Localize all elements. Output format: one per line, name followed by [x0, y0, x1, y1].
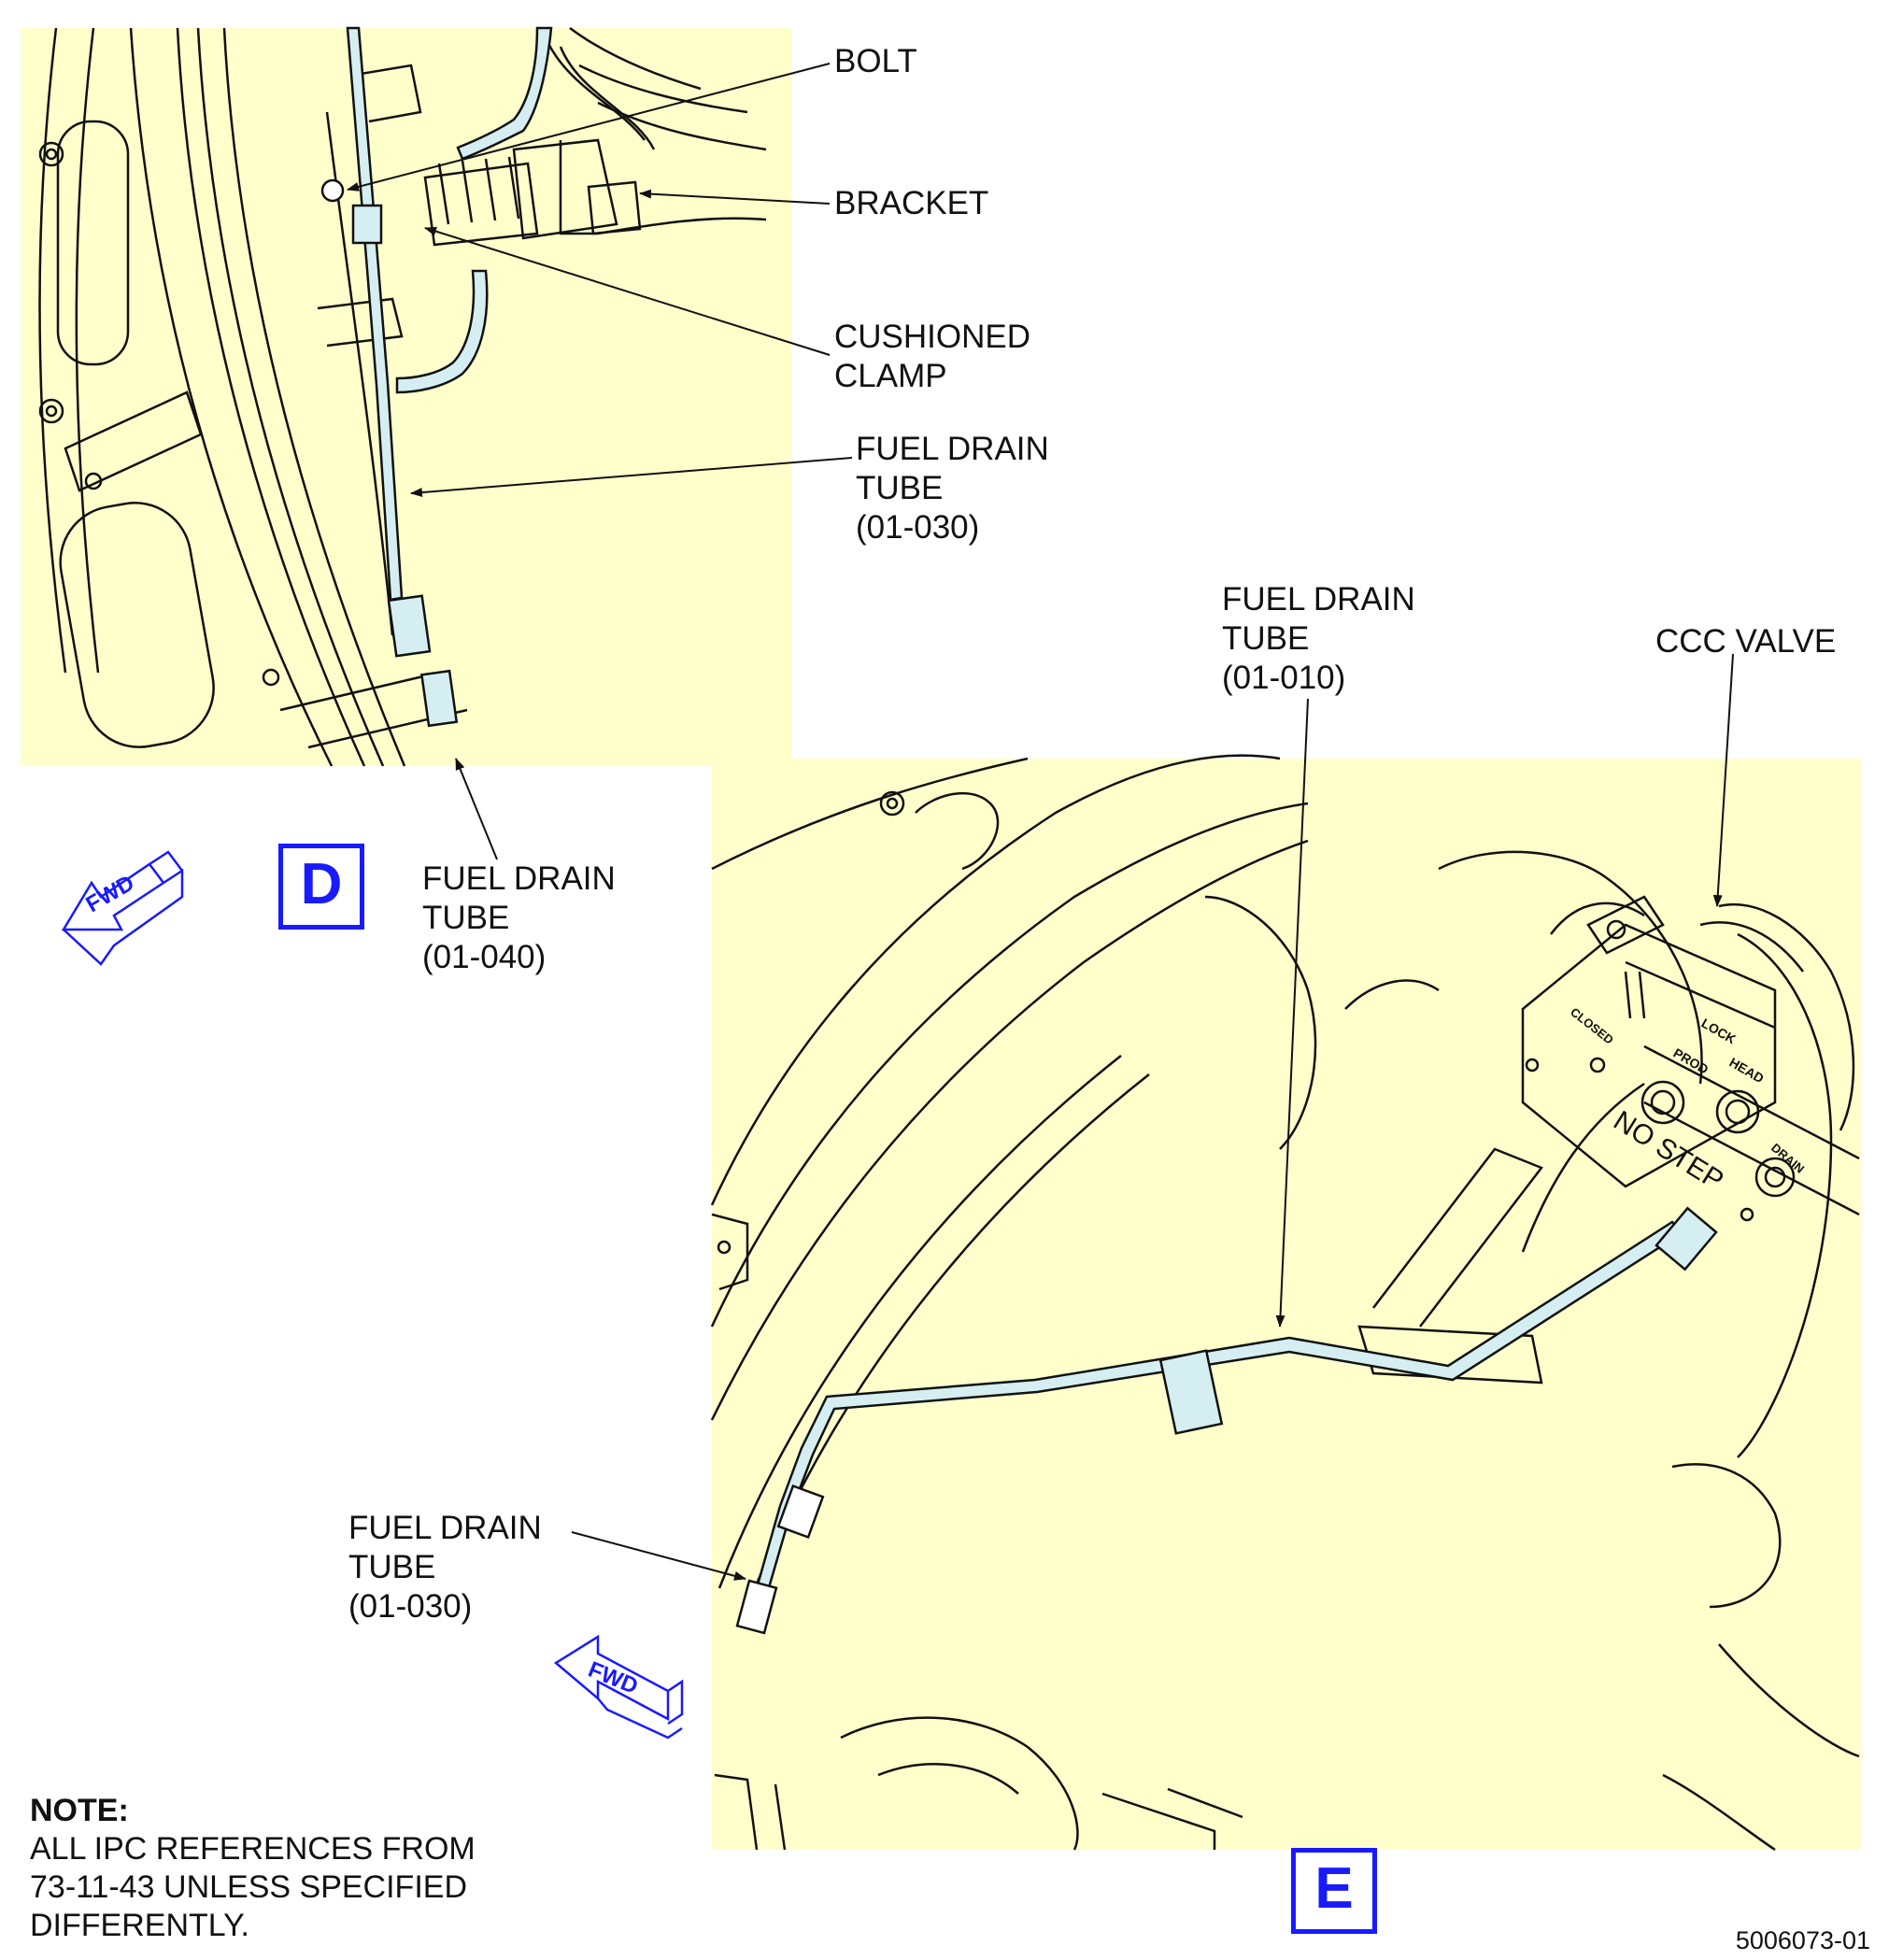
callout-bracket: BRACKET: [834, 185, 989, 221]
callout-fuel-drain-tube-01-030-e: FUEL DRAIN TUBE (01-030): [348, 1510, 542, 1625]
note-title: NOTE:: [30, 1793, 129, 1828]
fwd-arrow-icon: FWD: [553, 1634, 684, 1740]
view-d-tubes: [320, 26, 553, 728]
view-d-label: D: [278, 844, 364, 930]
callout-cushioned-clamp: CUSHIONED CLAMP: [834, 319, 1031, 394]
figure-number: 5006073-01: [1735, 1926, 1870, 1954]
note: NOTE: ALL IPC REFERENCES FROM 73-11-43 U…: [30, 1792, 476, 1945]
callout-fuel-drain-tube-01-010: FUEL DRAIN TUBE (01-010): [1222, 581, 1415, 696]
fwd-label: FWD: [82, 870, 139, 917]
callout-bolt: BOLT: [834, 43, 917, 79]
leader-lines: [347, 63, 1734, 1581]
no-step-marking: NO STEP: [1608, 1105, 1728, 1197]
lock-marking: LOCK: [1699, 1016, 1739, 1047]
callout-fuel-drain-tube-01-040: FUEL DRAIN TUBE (01-040): [422, 860, 616, 975]
callout-fuel-drain-tube-01-030-d: FUEL DRAIN TUBE (01-030): [856, 431, 1049, 546]
note-body: ALL IPC REFERENCES FROM 73-11-43 UNLESS …: [30, 1831, 476, 1943]
prod-marking: PROD: [1671, 1045, 1711, 1077]
ccc-valve: [1521, 895, 1855, 1222]
closed-marking: CLOSED: [1568, 1005, 1616, 1047]
view-d-structure: [38, 26, 767, 767]
head-marking: HEAD: [1727, 1055, 1767, 1087]
view-e-panel: [712, 759, 1861, 1850]
view-e-structure: [710, 754, 1860, 1852]
fwd-arrow-icon: FWD: [61, 850, 184, 966]
callout-ccc-valve: CCC VALVE: [1655, 623, 1837, 660]
view-e-tubes: [735, 1206, 1718, 1635]
view-e-label: E: [1291, 1848, 1377, 1934]
